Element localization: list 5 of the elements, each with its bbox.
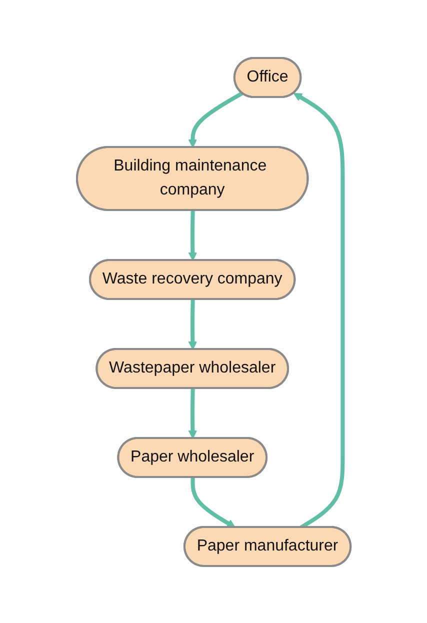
arrow [188,91,243,148]
arrow [188,388,197,438]
arrow [190,476,236,528]
arrow [188,298,197,350]
arrow [188,210,197,260]
